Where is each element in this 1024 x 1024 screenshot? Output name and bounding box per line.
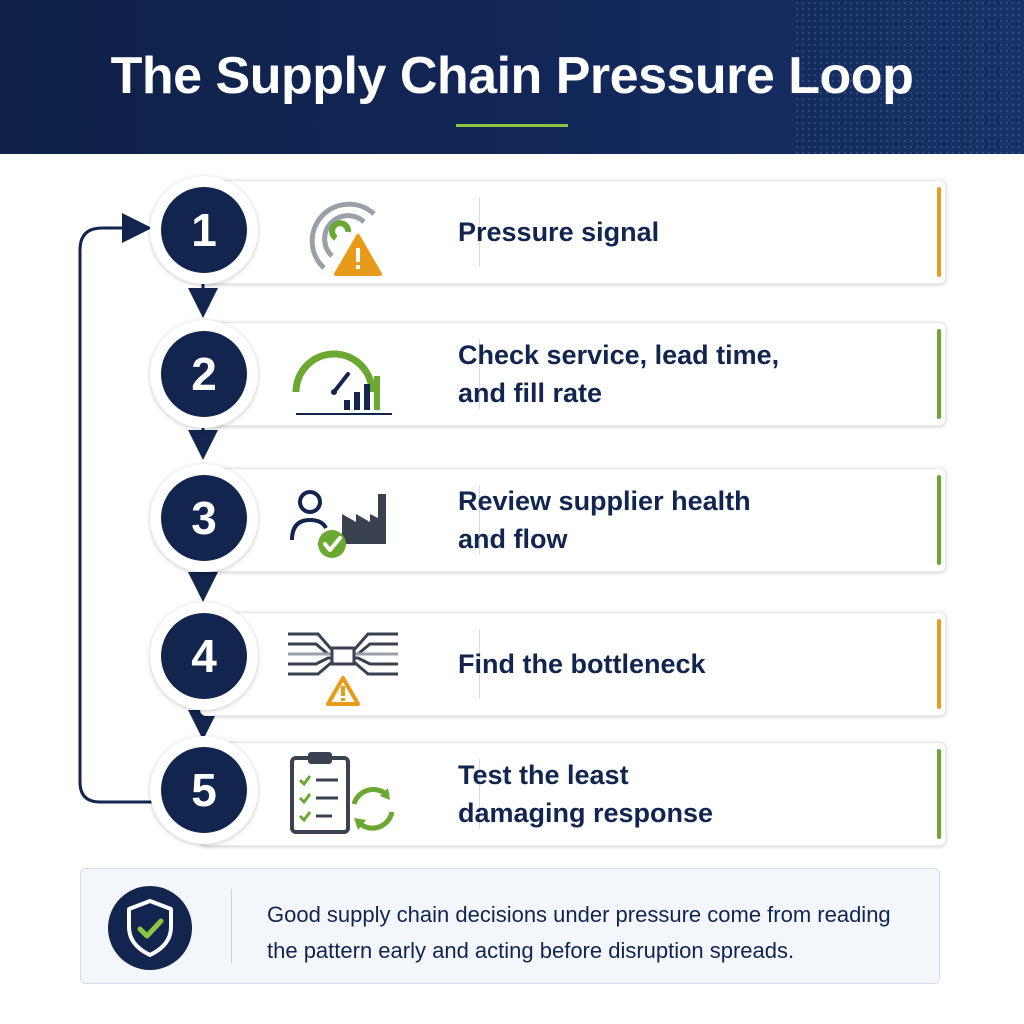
step-accent-bar [937, 749, 941, 839]
step-label: Test the least damaging response [458, 760, 714, 828]
step-card [200, 612, 946, 716]
step-number-badge: 5 [150, 736, 258, 844]
step-label: Check service, lead time, and fill rate [458, 340, 780, 408]
step-accent-bar [937, 187, 941, 277]
card-divider [479, 197, 480, 267]
supplier-factory-icon [290, 490, 386, 558]
step-label: Find the bottleneck [458, 649, 706, 679]
footer-callout: Good supply chain decisions under pressu… [80, 868, 940, 984]
page-title: The Supply Chain Pressure Loop [110, 47, 914, 105]
card-divider [479, 759, 480, 829]
world-map-dots [794, 0, 1024, 154]
shield-check-icon [108, 886, 192, 970]
step-1: 1 Pressure signal [150, 176, 946, 284]
header-banner: The Supply Chain Pressure Loop [0, 0, 1024, 154]
step-number-badge: 4 [150, 602, 258, 710]
step-accent-bar [937, 475, 941, 565]
card-divider [479, 629, 480, 699]
step-number-badge: 3 [150, 464, 258, 572]
gauge-chart-icon [292, 350, 392, 415]
step-2: 2 Check service, lead time, and fill rat… [150, 320, 946, 428]
checklist-cycle-icon [290, 752, 395, 834]
card-divider [479, 485, 480, 555]
step-card [200, 322, 946, 426]
step-label: Pressure signal [458, 217, 660, 247]
footer-divider [231, 889, 232, 963]
footer-message: Good supply chain decisions under pressu… [267, 902, 891, 963]
step-3: 3 Review supplier health and flow [150, 464, 946, 572]
card-divider [479, 339, 480, 409]
return-loop-arrow [78, 213, 152, 804]
step-label: Review supplier health and flow [458, 486, 751, 554]
step-4: 4 Find the bottleneck [150, 602, 946, 716]
title-underline [456, 124, 568, 127]
step-accent-bar [937, 329, 941, 419]
step-number-badge: 2 [150, 320, 258, 428]
bottleneck-warning-icon [288, 632, 398, 706]
step-accent-bar [937, 619, 941, 709]
step-number-badge: 1 [150, 176, 258, 284]
signal-warning-icon [309, 201, 382, 276]
step-5: 5 Test the least damaging response [150, 736, 946, 846]
